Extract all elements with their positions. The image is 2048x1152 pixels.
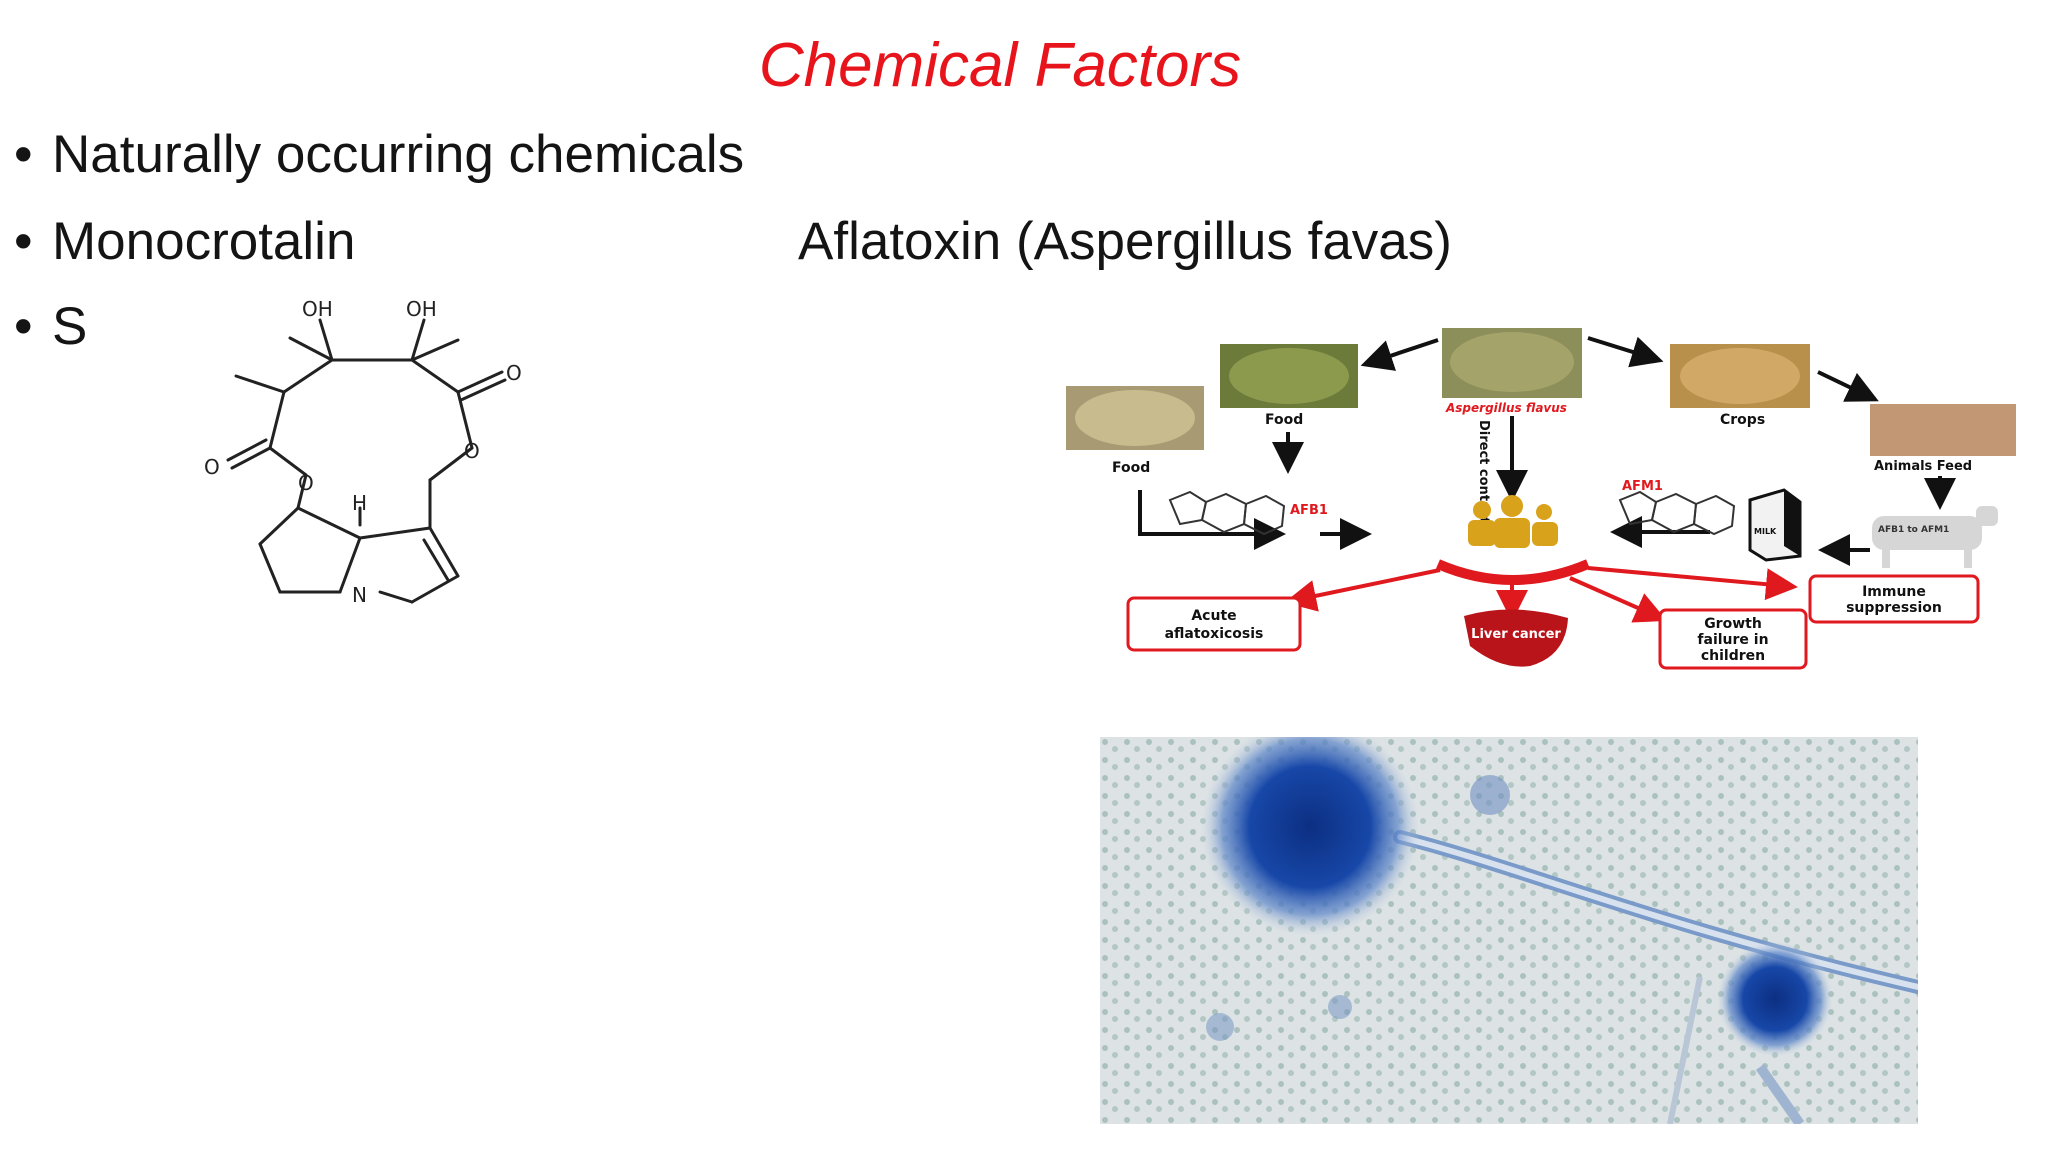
- oxygen-label: O: [464, 439, 480, 463]
- slide-title: Chemical Factors: [758, 31, 1242, 100]
- immune-suppression-box: [1808, 574, 1980, 624]
- svg-text:failure in: failure in: [1697, 632, 1768, 648]
- bullet-monocrotalin: • Monocrotalin: [14, 212, 355, 272]
- svg-text:Acute: Acute: [1191, 608, 1236, 624]
- oxygen-label: O: [298, 471, 314, 495]
- nitrogen-label: N: [352, 583, 367, 607]
- aflatoxin-infographic: Food Food Crops Animals Feed Aspergillus…: [1066, 328, 2016, 670]
- liver-cancer-label: Liver cancer: [1471, 627, 1561, 642]
- oh-label: OH: [302, 297, 333, 321]
- growth-failure-box: [1658, 608, 1808, 670]
- svg-text:Immune: Immune: [1862, 584, 1926, 600]
- afb1-molecule: [1168, 490, 1286, 536]
- crops-label: Crops: [1720, 412, 1765, 428]
- animals-feed-label: Animals Feed: [1874, 459, 1972, 474]
- people-icon: [1468, 495, 1558, 548]
- svg-text:children: children: [1701, 648, 1765, 664]
- liver-icon: [1464, 609, 1568, 667]
- cow-icon: AFB1 to AFM1: [1872, 506, 1998, 568]
- direct-contact-label: Direct contact: [1476, 420, 1491, 524]
- hydrogen-label: H: [352, 491, 367, 515]
- aflatoxin-heading: Aflatoxin (Aspergillus favas): [798, 212, 1452, 271]
- svg-text:Growth: Growth: [1704, 616, 1762, 632]
- svg-text:aflatoxicosis: aflatoxicosis: [1165, 626, 1264, 642]
- svg-text:MILK: MILK: [1754, 527, 1777, 536]
- afm1-molecule: [1618, 490, 1736, 536]
- oxygen-label: O: [506, 361, 522, 385]
- oh-label: OH: [406, 297, 437, 321]
- acute-aflatoxicosis-box: [1126, 596, 1302, 652]
- bullet-text: S: [52, 297, 88, 356]
- food-label: Food: [1265, 412, 1303, 428]
- aspergillus-microscope-image: [1100, 737, 1918, 1124]
- bullet-text: Naturally occurring chemicals: [52, 125, 745, 184]
- bullet-third: •S: [14, 297, 87, 357]
- food-label: Food: [1112, 460, 1150, 476]
- bullet-dot: •: [14, 212, 33, 271]
- monocrotaline-structure: OH OH O O O O H N: [180, 280, 580, 660]
- aspergillus-label: Aspergillus flavus: [1445, 401, 1567, 415]
- animal-feed-photo: [1870, 404, 2016, 456]
- bullet-text: Monocrotalin: [52, 212, 356, 271]
- afb1-label: AFB1: [1290, 503, 1328, 518]
- bullet-dot: •: [14, 297, 33, 356]
- bullet-dot: •: [14, 125, 33, 184]
- bullet-naturally-occurring: • Naturally occurring chemicals: [14, 125, 744, 185]
- svg-text:AFB1 to AFM1: AFB1 to AFM1: [1878, 525, 1949, 535]
- milk-carton-icon: MILK: [1748, 488, 1802, 562]
- svg-text:suppression: suppression: [1846, 600, 1942, 616]
- afm1-label: AFM1: [1622, 479, 1663, 494]
- oxygen-label: O: [204, 455, 220, 479]
